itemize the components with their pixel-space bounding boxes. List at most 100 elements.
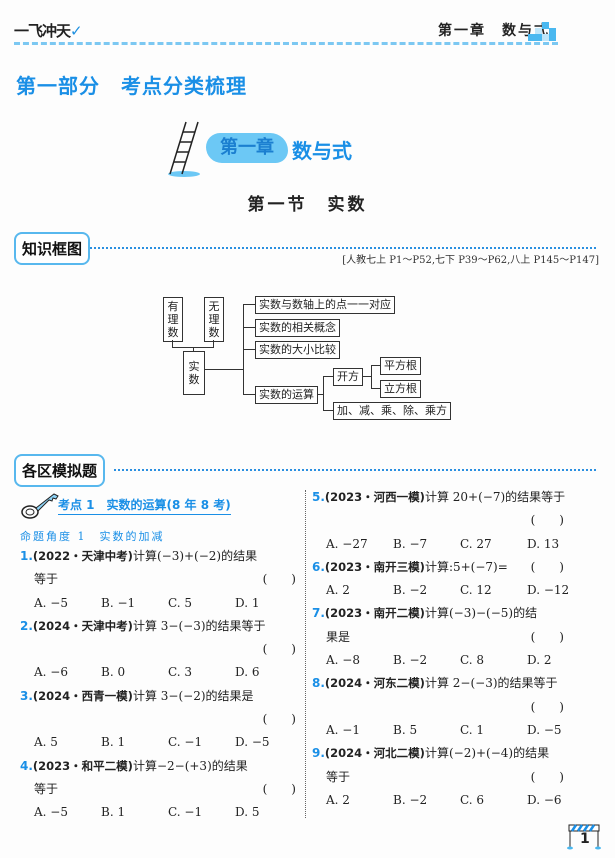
- option-a[interactable]: A. 2: [326, 792, 350, 807]
- question-continuation: 等于: [326, 769, 351, 784]
- dotted-rule: [90, 247, 596, 249]
- option-a[interactable]: A. −5: [34, 805, 68, 820]
- option-c[interactable]: C. 6: [460, 792, 485, 807]
- question: 2.(2024・天津中考)计算 3−(−3)的结果等于 ( ) A. −6 B. 0 C…: [20, 615, 302, 685]
- option-a[interactable]: A. 5: [34, 735, 58, 750]
- node-compare: 实数的大小比较: [255, 341, 340, 359]
- option-d[interactable]: D. 5: [235, 805, 260, 820]
- chapter-label: 第一章: [206, 133, 288, 163]
- node-roots: 开方: [333, 368, 363, 386]
- connector: [323, 376, 324, 410]
- options-line: A. −6 B. 0 C. 3 D. 6: [20, 661, 302, 684]
- question-stem: 计算(−3)−(−5)的结: [424, 606, 538, 621]
- option-b[interactable]: B. 0: [101, 665, 126, 680]
- option-b[interactable]: B. −2: [393, 792, 428, 807]
- option-a[interactable]: A. −27: [326, 536, 368, 551]
- question-source: (2023・南开三模): [324, 559, 425, 574]
- series-logo: 一飞冲天✓: [14, 20, 83, 41]
- key-icon: [21, 493, 59, 519]
- connector: [243, 349, 255, 350]
- question-continuation-line: ( ): [312, 696, 570, 719]
- dotted-rule: [114, 469, 596, 471]
- connector: [371, 388, 380, 389]
- question-continuation: 等于: [34, 572, 59, 587]
- question-stem-line: 9.(2024・河北二模)计算(−2)+(−4)的结果: [312, 742, 570, 765]
- answer-blank: ( ): [262, 712, 296, 727]
- option-a[interactable]: A. −1: [326, 722, 360, 737]
- node-operations: 实数的运算: [255, 386, 318, 404]
- option-c[interactable]: C. 8: [460, 653, 485, 668]
- series-logo-text: 一飞冲天: [14, 22, 71, 40]
- option-d[interactable]: D. 6: [235, 665, 260, 680]
- option-a[interactable]: A. −6: [34, 665, 68, 680]
- question-number: 6.: [312, 559, 325, 574]
- option-a[interactable]: A. 2: [326, 583, 350, 598]
- node-square-root: 平方根: [380, 357, 421, 375]
- option-b[interactable]: B. −2: [393, 653, 428, 668]
- questions-right-column: 5.(2023・河西一模)计算 20+(−7)的结果等于 ( ) A. −27 B. …: [312, 486, 570, 812]
- options-line: A. −8 B. −2 C. 8 D. 2: [312, 649, 570, 672]
- option-c[interactable]: C. 12: [460, 583, 492, 598]
- option-d[interactable]: D. −5: [527, 722, 562, 737]
- question-source: (2023・河西一模): [324, 490, 425, 504]
- connector: [193, 347, 194, 351]
- question-stem-line: 7.(2023・南开二模)计算(−3)−(−5)的结: [312, 602, 570, 625]
- question-number: 2.: [20, 618, 33, 633]
- question-stem: 计算 3−(−3)的结果等于: [132, 618, 266, 633]
- node-cube-root: 立方根: [380, 380, 421, 398]
- answer-blank: ( ): [530, 769, 564, 784]
- answer-blank: ( ): [262, 642, 296, 657]
- question-continuation-line: ( ): [20, 708, 302, 731]
- connector: [172, 340, 173, 348]
- option-b[interactable]: B. −1: [101, 595, 136, 610]
- question-continuation-line: 果是( ): [312, 626, 570, 649]
- option-b[interactable]: B. −7: [393, 536, 428, 551]
- topic-heading: 考点 1 实数的运算(8 年 8 考): [58, 496, 231, 515]
- option-c[interactable]: C. −1: [168, 805, 203, 820]
- option-c[interactable]: C. 1: [460, 722, 485, 737]
- options-line: A. −27 B. −7 C. 27 D. 13: [312, 533, 570, 556]
- question-number: 1.: [20, 549, 33, 563]
- question-stem: 计算 3−(−2)的结果是: [132, 688, 254, 703]
- question-continuation-line: ( ): [20, 638, 302, 661]
- question-source: (2024・天津中考): [32, 618, 133, 633]
- node-concepts: 实数的相关概念: [255, 319, 340, 337]
- options-line: A. −5 B. 1 C. −1 D. 5: [20, 801, 302, 824]
- option-c[interactable]: C. 3: [168, 665, 193, 680]
- option-c[interactable]: C. −1: [168, 735, 203, 750]
- option-d[interactable]: D. −6: [527, 792, 562, 807]
- option-d[interactable]: D. −12: [527, 583, 570, 598]
- question-number: 8.: [312, 676, 325, 691]
- question-source: (2023・和平二模): [32, 758, 133, 773]
- option-d[interactable]: D. 13: [527, 536, 560, 551]
- connector: [243, 327, 255, 328]
- question-stem: 计算:5+(−7)=: [424, 559, 508, 574]
- option-b[interactable]: B. −2: [393, 583, 428, 598]
- question-source: (2023・南开二模): [324, 606, 425, 621]
- question-stem-line: 2.(2024・天津中考)计算 3−(−3)的结果等于: [20, 615, 302, 638]
- question-source: (2024・西青一模): [32, 688, 133, 703]
- page-number: 1: [580, 831, 590, 847]
- option-c[interactable]: C. 5: [168, 595, 193, 610]
- connector: [243, 394, 255, 395]
- node-rational: 有理数: [163, 297, 183, 342]
- answer-blank: ( ): [262, 572, 296, 587]
- question-number: 5.: [312, 490, 325, 504]
- header-divider: [14, 42, 558, 45]
- option-d[interactable]: D. −5: [235, 735, 270, 750]
- question-stem-line: 4.(2023・和平二模)计算−2−(+3)的结果: [20, 755, 302, 778]
- option-b[interactable]: B. 1: [101, 735, 126, 750]
- question-stem: 计算 20+(−7)的结果等于: [424, 490, 566, 504]
- answer-blank: ( ): [530, 699, 564, 714]
- option-b[interactable]: B. 5: [393, 722, 418, 737]
- option-d[interactable]: D. 1: [235, 595, 260, 610]
- question-stem-line: 1.(2022・天津中考)计算(−3)+(−2)的结果: [20, 545, 302, 568]
- option-c[interactable]: C. 27: [460, 536, 492, 551]
- option-b[interactable]: B. 1: [101, 805, 126, 820]
- connector: [318, 394, 324, 395]
- option-a[interactable]: A. −5: [34, 595, 68, 610]
- option-a[interactable]: A. −8: [326, 653, 360, 668]
- column-divider: [305, 490, 306, 818]
- option-d[interactable]: D. 2: [527, 653, 552, 668]
